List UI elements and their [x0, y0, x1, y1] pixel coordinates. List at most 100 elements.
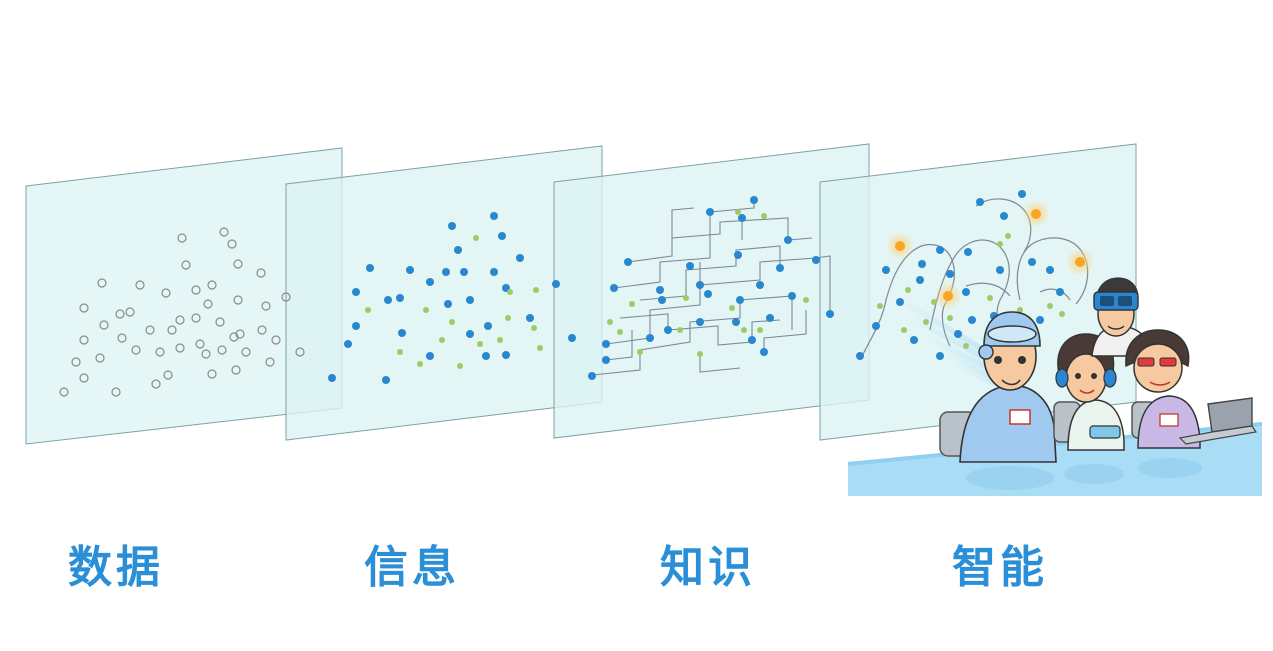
- information-node: [444, 300, 452, 308]
- intelligence-node: [1046, 266, 1054, 274]
- information-node: [426, 352, 434, 360]
- information-node: [466, 296, 474, 304]
- information-node: [397, 349, 403, 355]
- knowledge-node: [776, 264, 784, 272]
- information-node: [568, 334, 576, 342]
- data-point: [167, 325, 177, 335]
- information-node: [477, 341, 483, 347]
- intelligence-node: [996, 266, 1004, 274]
- information-node: [490, 212, 498, 220]
- stage-label-information: 信息: [364, 542, 460, 593]
- intelligence-node: [1056, 288, 1064, 296]
- knowledge-node: [602, 356, 610, 364]
- information-node: [505, 315, 511, 321]
- information-points: [328, 212, 576, 384]
- information-node: [531, 325, 537, 331]
- intelligence-node: [1017, 307, 1023, 313]
- data-points: [59, 227, 305, 397]
- data-point: [163, 370, 173, 380]
- data-point: [257, 325, 267, 335]
- glowing-node: [895, 241, 905, 251]
- information-node: [454, 246, 462, 254]
- knowledge-node: [766, 314, 774, 322]
- intelligence-node: [877, 303, 883, 309]
- intelligence-node: [968, 316, 976, 324]
- intelligence-node: [905, 287, 911, 293]
- information-node: [526, 314, 534, 322]
- data-point: [59, 387, 69, 397]
- data-point: [79, 335, 89, 345]
- intelligence-node: [936, 246, 944, 254]
- data-point: [151, 379, 161, 389]
- data-point: [231, 365, 241, 375]
- knowledge-node: [607, 319, 613, 325]
- intelligence-node: [987, 295, 993, 301]
- information-node: [442, 268, 450, 276]
- intelligence-node: [918, 260, 926, 268]
- stage-label-data: 数据: [68, 542, 164, 593]
- intelligence-node: [923, 319, 929, 325]
- vr-man-character: [1091, 277, 1153, 357]
- intelligence-node: [1028, 258, 1036, 266]
- information-node: [344, 340, 352, 348]
- data-point: [145, 325, 155, 335]
- information-node: [352, 322, 360, 330]
- knowledge-node: [760, 348, 768, 356]
- data-point: [271, 335, 281, 345]
- laptop-icon: [1178, 397, 1258, 445]
- knowledge-node: [686, 262, 694, 270]
- knowledge-node: [729, 305, 735, 311]
- information-node: [516, 254, 524, 262]
- knowledge-node: [696, 318, 704, 326]
- data-point: [265, 357, 275, 367]
- worker-character: [939, 311, 1057, 463]
- knowledge-node: [738, 214, 746, 222]
- information-node: [473, 235, 479, 241]
- knowledge-node: [697, 351, 703, 357]
- intelligence-node: [1059, 311, 1065, 317]
- knowledge-node: [748, 336, 756, 344]
- stage-label-intelligence: 智能: [952, 542, 1048, 593]
- intelligence-node: [1005, 233, 1011, 239]
- stage-label-knowledge: 知识: [660, 542, 756, 593]
- information-node: [398, 329, 406, 337]
- knowledge-node: [735, 209, 741, 215]
- information-node: [439, 337, 445, 343]
- knowledge-node: [677, 327, 683, 333]
- intelligence-node: [954, 330, 962, 338]
- information-node: [537, 345, 543, 351]
- intelligence-node: [976, 198, 984, 206]
- data-point: [261, 301, 271, 311]
- data-point: [175, 315, 185, 325]
- knowledge-node: [734, 251, 742, 259]
- knowledge-node: [646, 334, 654, 342]
- intelligence-node: [946, 270, 954, 278]
- data-point: [219, 227, 229, 237]
- intelligence-node: [901, 327, 907, 333]
- knowledge-node: [736, 296, 744, 304]
- knowledge-node: [588, 372, 596, 380]
- data-point: [95, 353, 105, 363]
- data-point: [233, 259, 243, 269]
- data-point: [175, 343, 185, 353]
- intelligence-node: [963, 343, 969, 349]
- knowledge-node: [706, 208, 714, 216]
- knowledge-node: [757, 327, 763, 333]
- information-node: [497, 337, 503, 343]
- intelligence-node: [910, 336, 918, 344]
- data-point: [161, 288, 171, 298]
- information-node: [507, 289, 513, 295]
- knowledge-node: [683, 295, 689, 301]
- data-point: [177, 233, 187, 243]
- information-node: [498, 232, 506, 240]
- information-node: [457, 363, 463, 369]
- woman-character: [1053, 333, 1125, 451]
- information-node: [406, 266, 414, 274]
- glowing-node: [1075, 257, 1085, 267]
- knowledge-node: [656, 286, 664, 294]
- knowledge-node: [756, 281, 764, 289]
- data-point: [99, 320, 109, 330]
- intelligence-node: [931, 299, 937, 305]
- data-point: [281, 292, 291, 302]
- information-node: [417, 361, 423, 367]
